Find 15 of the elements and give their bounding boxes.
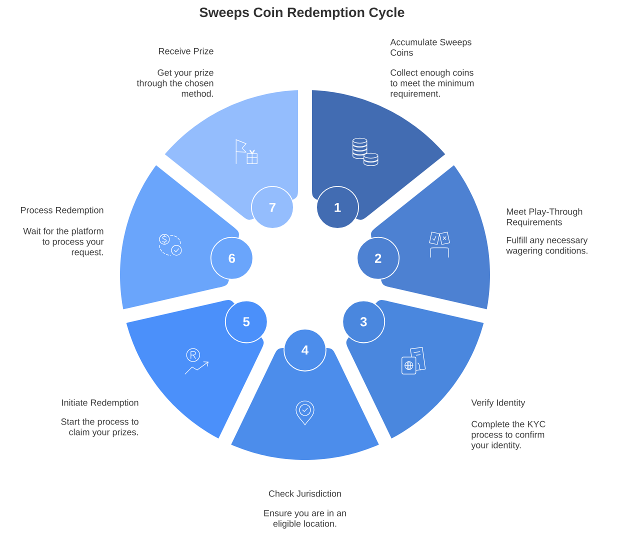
step-description: Fulfill any necessary wagering conditions.	[506, 236, 588, 256]
step-description: Get your prize through the chosen method.	[136, 69, 214, 97]
step-heading: Check Jurisdiction	[268, 490, 341, 497]
step-description: Complete the KYC process to confirm your identity.	[471, 420, 546, 450]
title: Sweeps Coin Redemption Cycle	[200, 7, 404, 20]
step-heading: Meet Play-Through Requirements	[506, 208, 582, 228]
step-heading: Initiate Redemption	[62, 399, 138, 408]
step-heading: Receive Prize	[159, 48, 214, 54]
step-description: Collect enough coins to meet the minimum requirement.	[390, 69, 474, 99]
step-heading: Verify Identity	[471, 399, 526, 408]
step-description: Wait for the platform to process your request.	[23, 228, 104, 258]
step-description: Start the process to claim your prizes.	[61, 418, 138, 438]
step-heading: Accumulate Sweeps Coins	[390, 38, 472, 56]
step-heading: Process Redemption	[21, 206, 104, 216]
step-description: Ensure you are in an eligible location.	[264, 510, 346, 529]
